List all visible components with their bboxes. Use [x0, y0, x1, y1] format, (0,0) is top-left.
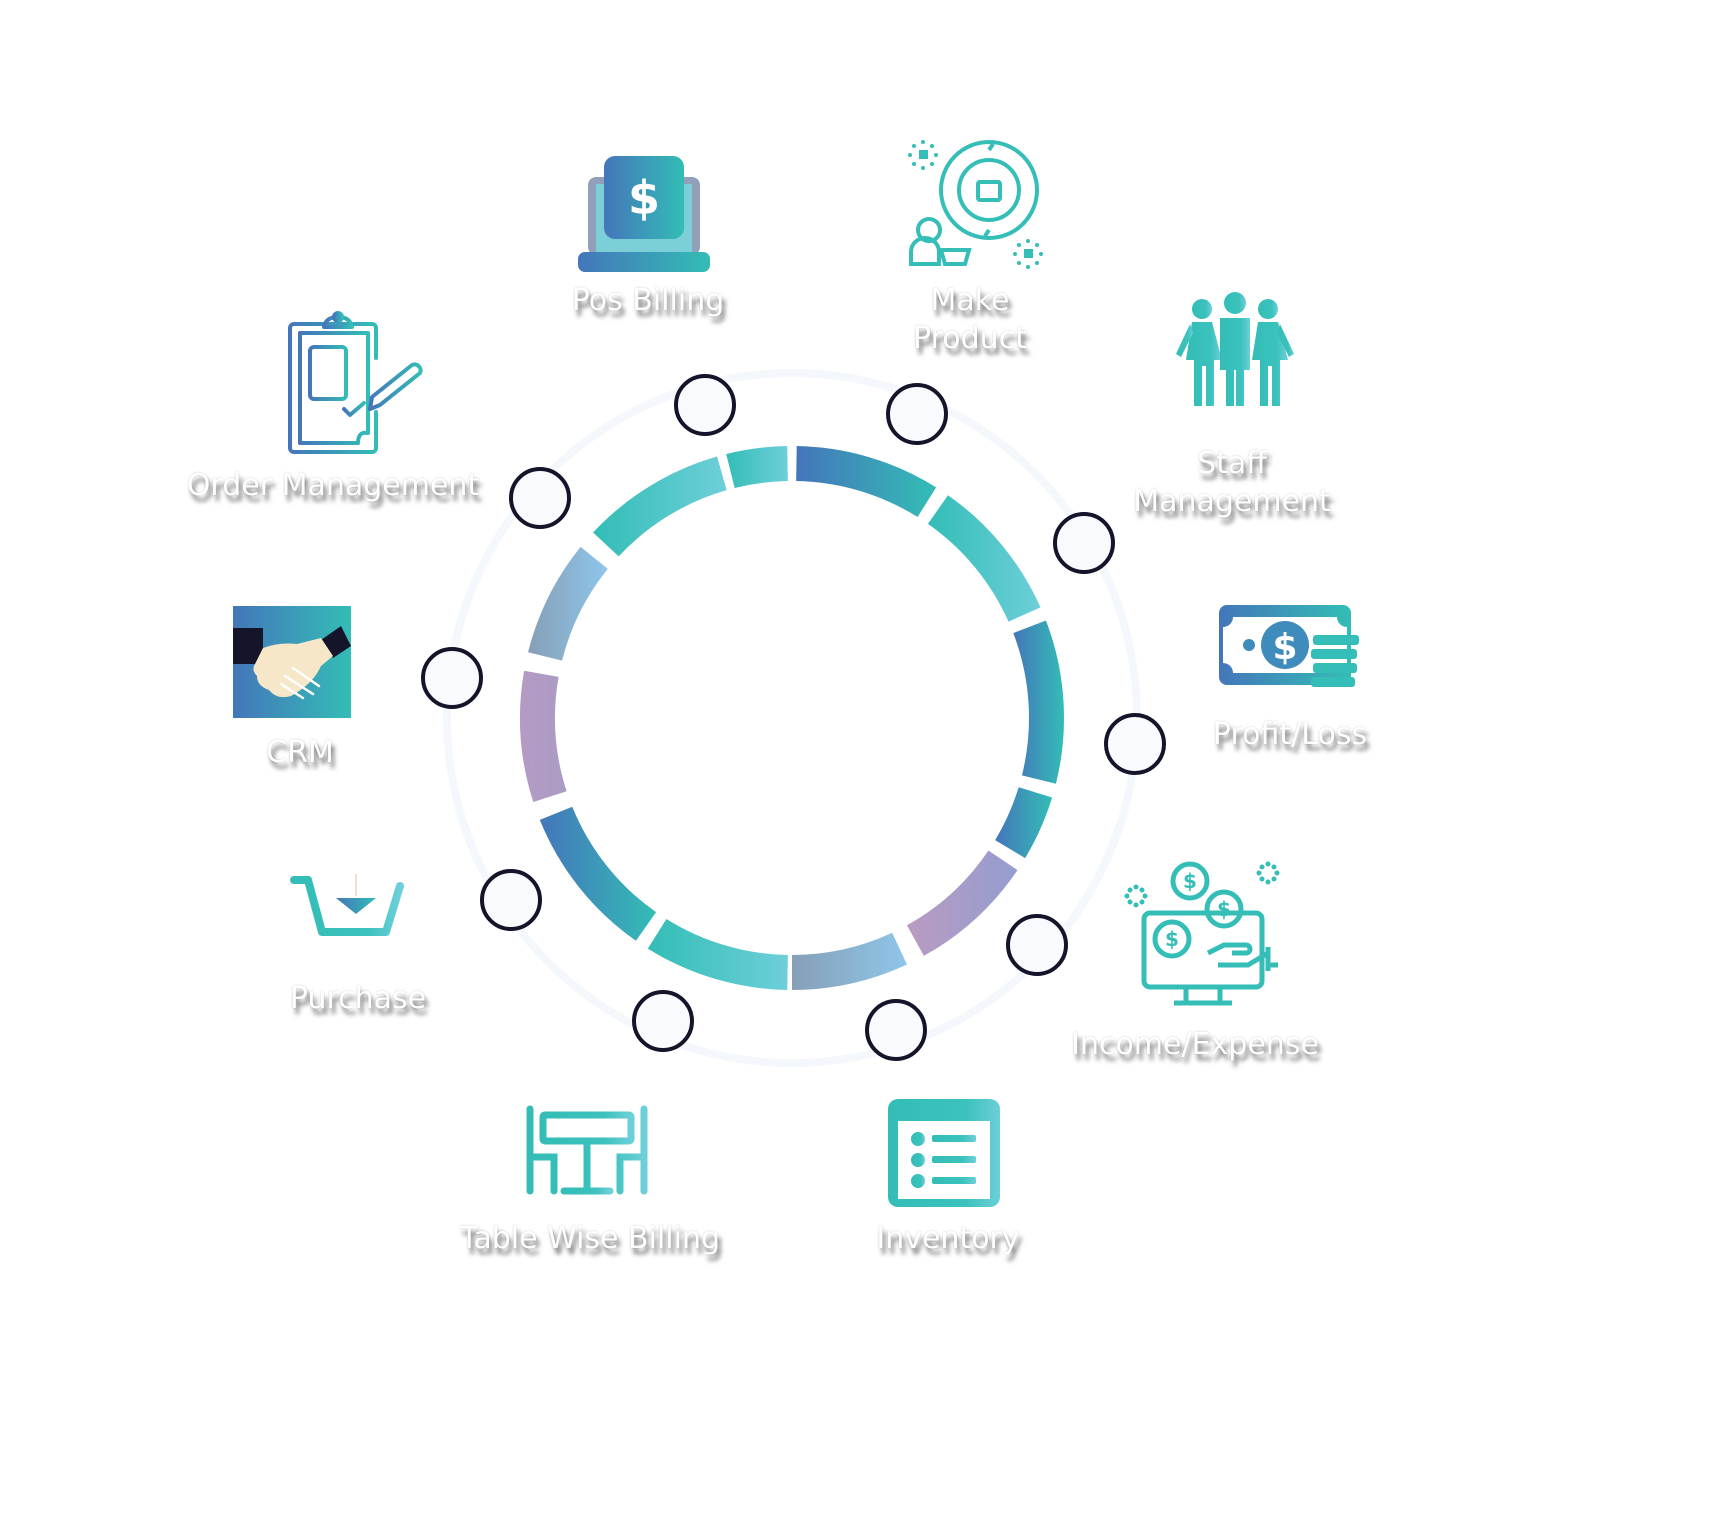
- connector-dot-staff-management[interactable]: [1053, 512, 1115, 574]
- label-make-product-line2: Product: [913, 321, 1027, 356]
- ring-segment: [792, 932, 907, 990]
- connector-dot-table-wise-billing[interactable]: [632, 990, 694, 1052]
- monitor-coins-hand-icon: $ $ $: [1124, 861, 1280, 1006]
- connector-dot-inventory[interactable]: [865, 999, 927, 1061]
- ring-segment: [726, 446, 788, 489]
- staff-group-icon: [1176, 292, 1294, 406]
- dollar-glyph: $: [1217, 897, 1231, 921]
- ring-segments: [520, 446, 1064, 990]
- label-inventory: Inventory: [876, 1221, 1020, 1256]
- clipboard-pen-icon: [288, 311, 423, 454]
- ring-segment: [796, 446, 937, 518]
- table-chairs-icon: [526, 1105, 648, 1195]
- label-staff-management-line2: Management: [1133, 484, 1331, 519]
- connector-dot-profit-loss[interactable]: [1104, 713, 1166, 775]
- connector-dot-purchase[interactable]: [480, 869, 542, 931]
- label-pos-billing: Pos Billing: [571, 283, 725, 318]
- cart-download-icon: [290, 874, 404, 936]
- ring-segment: [927, 495, 1041, 622]
- dollar-glyph: $: [628, 171, 660, 225]
- label-income-expense: Income/Expense: [1071, 1027, 1319, 1062]
- connector-dot-order-management[interactable]: [509, 467, 571, 529]
- ring-segment: [906, 850, 1018, 956]
- label-staff-management: Staff Management: [1133, 445, 1331, 521]
- ring-segment: [539, 806, 657, 941]
- ring-segment: [528, 546, 608, 661]
- label-purchase: Purchase: [289, 981, 427, 1016]
- banknote-coins-icon: $: [1219, 605, 1359, 687]
- connector-dot-make-product[interactable]: [886, 383, 948, 445]
- ring-segment: [593, 456, 727, 557]
- ring-segment: [647, 918, 788, 990]
- label-crm: CRM: [266, 735, 334, 770]
- handshake-icon: [233, 606, 351, 718]
- label-staff-management-line1: Staff: [1197, 446, 1267, 481]
- label-profit-loss: Profit/Loss: [1212, 717, 1368, 752]
- connector-dot-crm[interactable]: [421, 647, 483, 709]
- dollar-glyph: $: [1272, 627, 1297, 668]
- laptop-dollar-icon: $: [578, 156, 710, 272]
- gear-production-icon: [908, 140, 1043, 269]
- connector-dot-pos-billing[interactable]: [674, 374, 736, 436]
- label-order-management: Order Management: [186, 468, 480, 503]
- label-table-wise-billing: Table Wise Billing: [459, 1221, 721, 1256]
- ring-segment: [995, 787, 1053, 859]
- connector-dot-income-expense[interactable]: [1006, 914, 1068, 976]
- label-make-product: Make Product: [913, 282, 1027, 358]
- dollar-glyph: $: [1183, 869, 1197, 893]
- label-make-product-line1: Make: [930, 283, 1010, 318]
- dollar-glyph: $: [1165, 927, 1179, 951]
- ring-segment: [520, 670, 567, 803]
- list-document-icon: [888, 1099, 1000, 1207]
- ring-segment: [1013, 620, 1064, 784]
